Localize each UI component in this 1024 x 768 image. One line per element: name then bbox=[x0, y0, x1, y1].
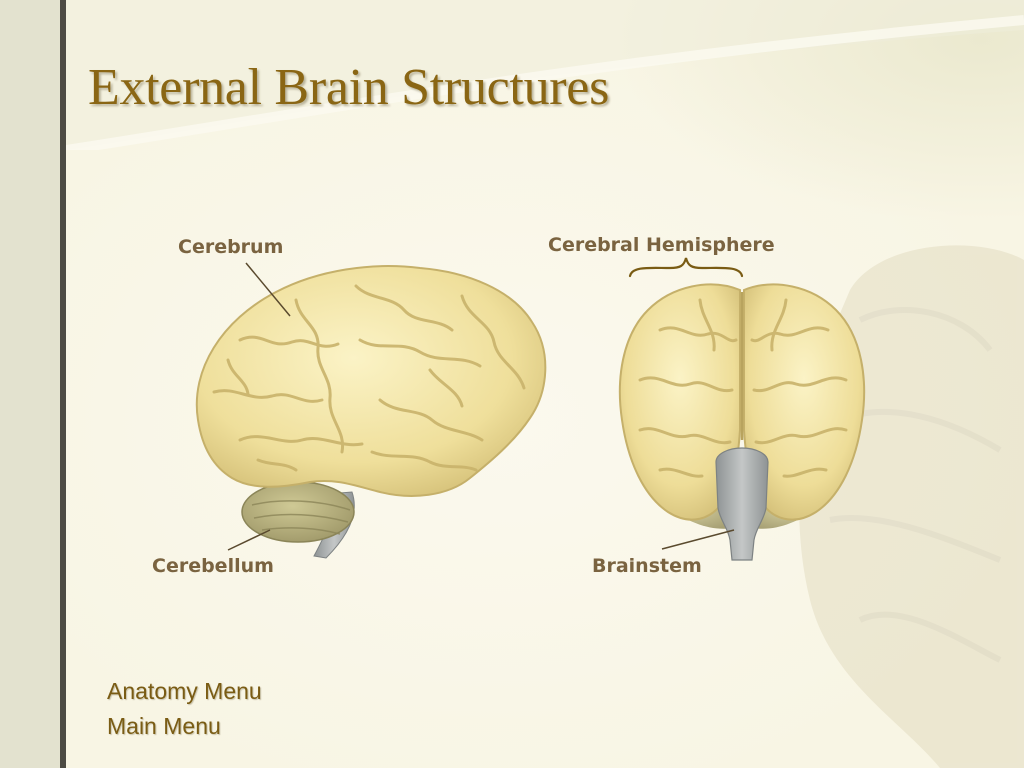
cerebellum-leader-line bbox=[227, 529, 271, 551]
cerebellum-label: Cerebellum bbox=[152, 555, 274, 577]
top-swoosh-decoration bbox=[66, 0, 1024, 150]
cerebrum-leader-line bbox=[245, 262, 291, 317]
anatomy-menu-link[interactable]: Anatomy Menu bbox=[107, 678, 262, 704]
cerebrum-side bbox=[195, 265, 547, 497]
cerebrum-label: Cerebrum bbox=[178, 236, 284, 258]
brainstem-label: Brainstem bbox=[592, 555, 702, 577]
slide-title: External Brain Structures bbox=[88, 59, 610, 116]
main-menu-link[interactable]: Main Menu bbox=[107, 713, 221, 739]
cerebral-hemisphere-label: Cerebral Hemisphere bbox=[548, 234, 775, 256]
left-vertical-rule bbox=[60, 0, 66, 768]
brain-front-view bbox=[618, 283, 866, 561]
brain-side-view bbox=[195, 265, 547, 559]
brainstem-front bbox=[715, 447, 769, 561]
hemisphere-brace bbox=[628, 257, 744, 278]
brainstem-leader-line bbox=[661, 529, 735, 550]
left-sidebar-band bbox=[0, 0, 60, 768]
